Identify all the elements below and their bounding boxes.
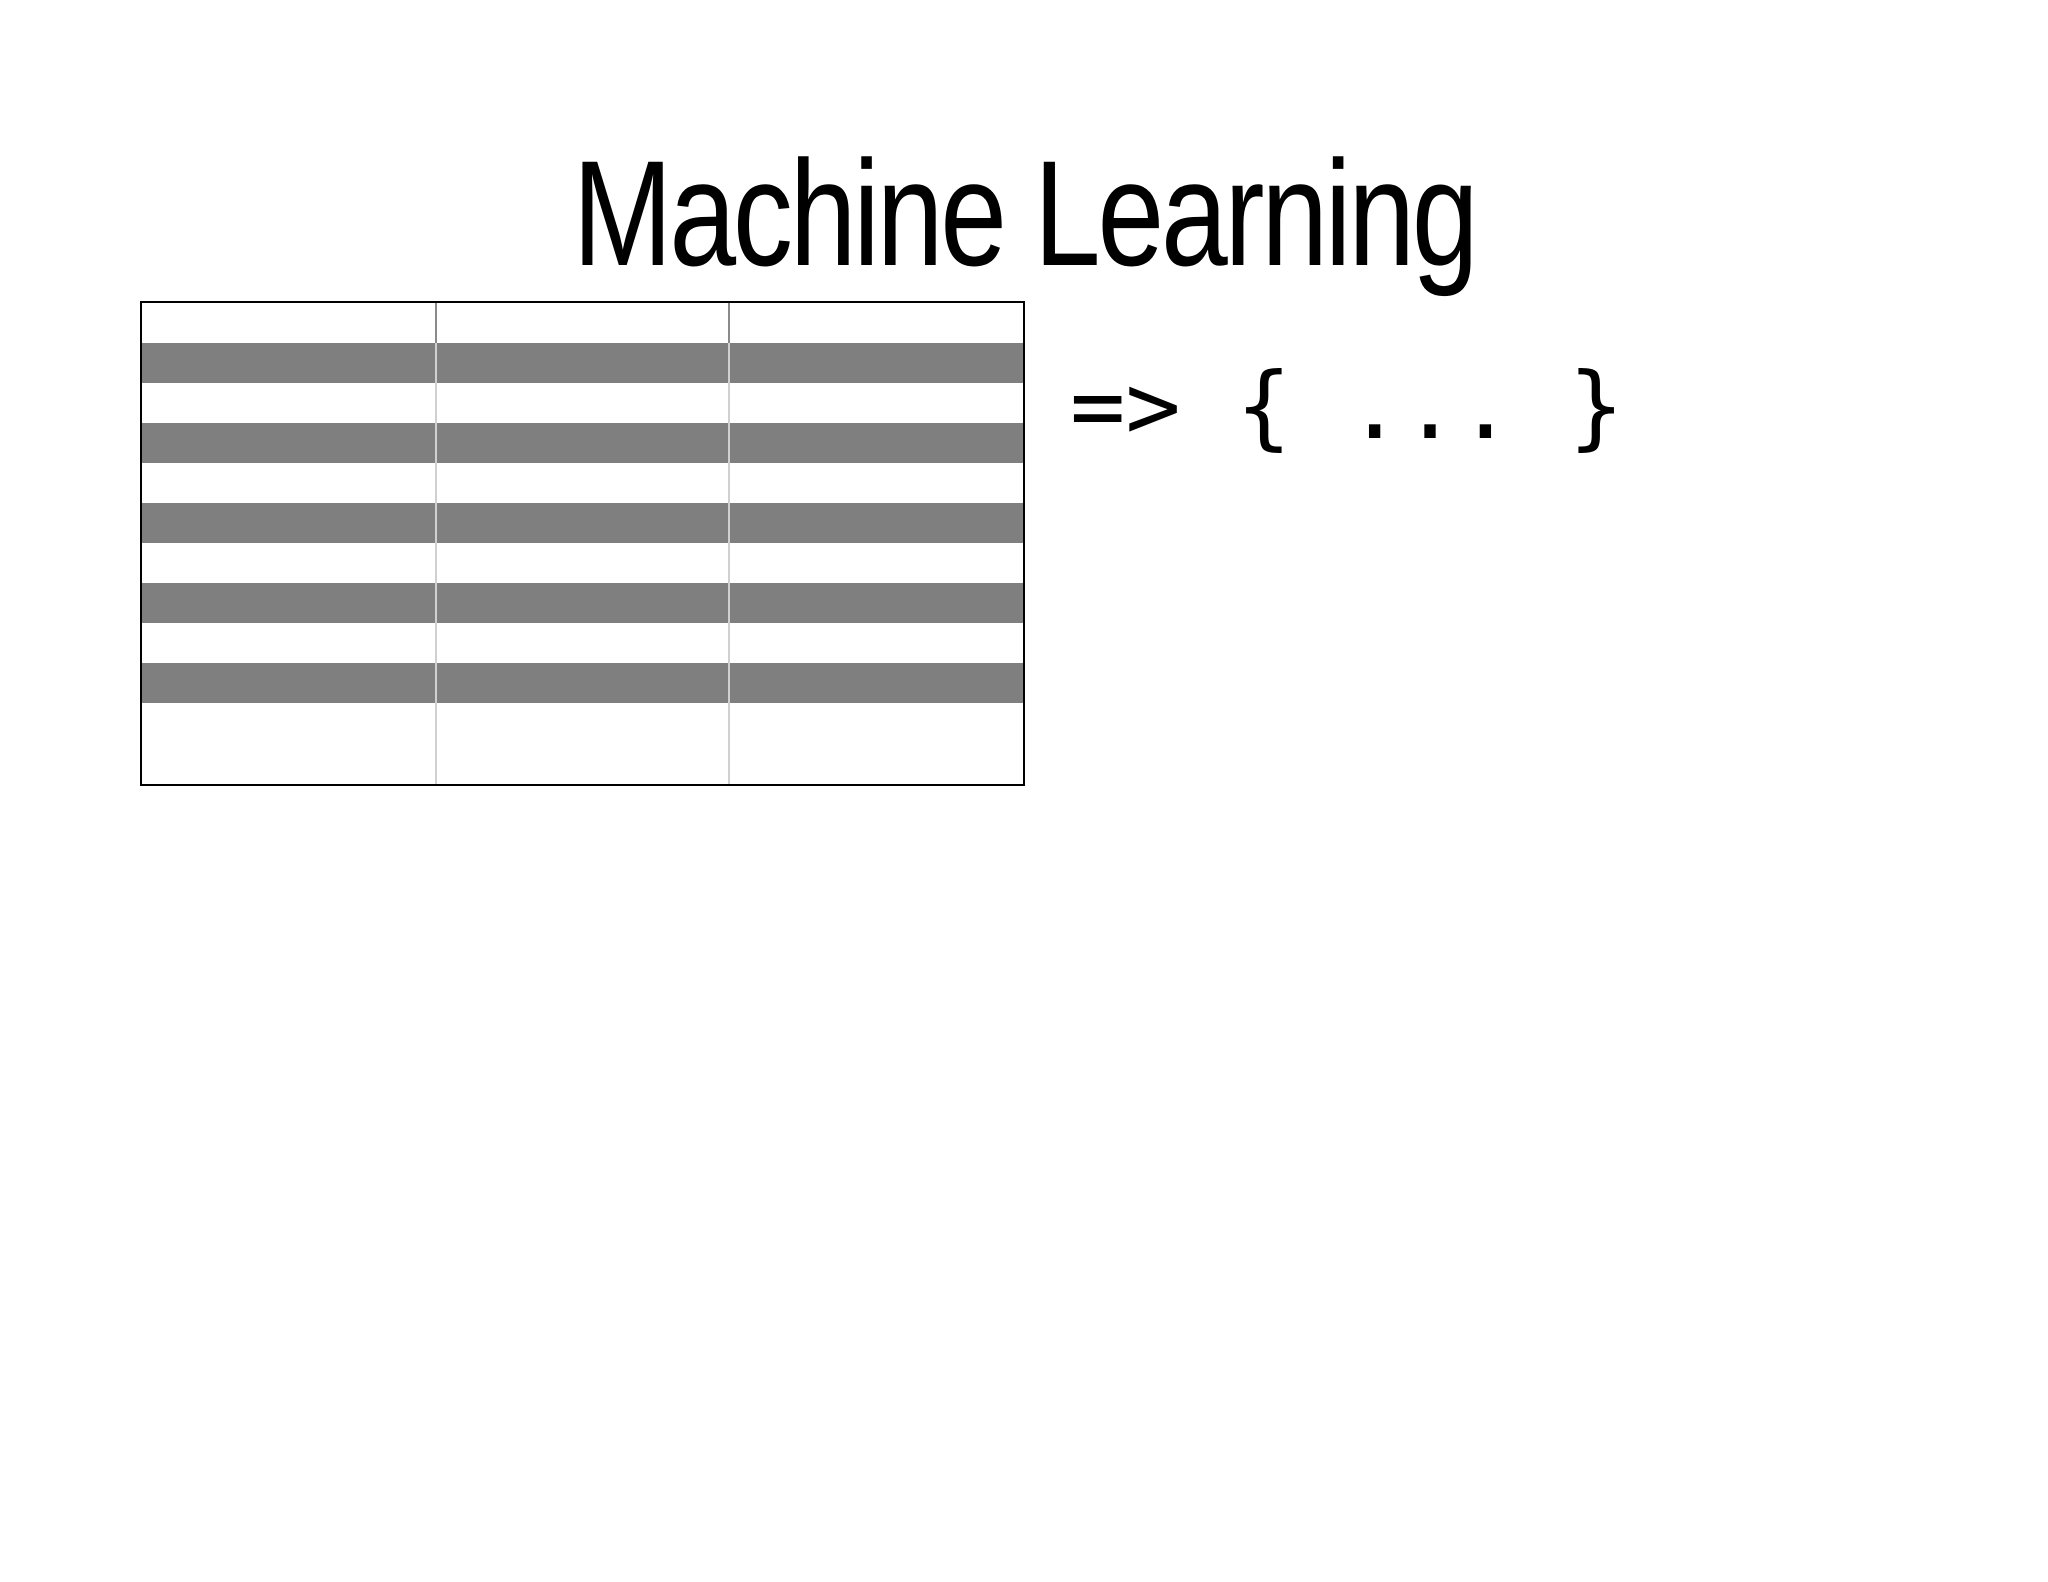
table-row (142, 543, 1023, 583)
table-row (142, 663, 1023, 703)
table-row (142, 743, 1023, 783)
table-row (142, 583, 1023, 623)
table-row (142, 463, 1023, 503)
table-row (142, 623, 1023, 663)
table-row (142, 383, 1023, 423)
table-row (142, 343, 1023, 383)
table-row (142, 423, 1023, 463)
model-expression: => { ... } (1070, 353, 1624, 460)
table-row (142, 703, 1023, 743)
column-divider-header (728, 303, 730, 343)
column-divider (728, 303, 730, 784)
data-table (140, 301, 1025, 786)
column-divider-header (435, 303, 437, 343)
table-row (142, 303, 1023, 343)
column-divider (435, 303, 437, 784)
table-row (142, 503, 1023, 543)
slide-title: Machine Learning (572, 129, 1479, 297)
